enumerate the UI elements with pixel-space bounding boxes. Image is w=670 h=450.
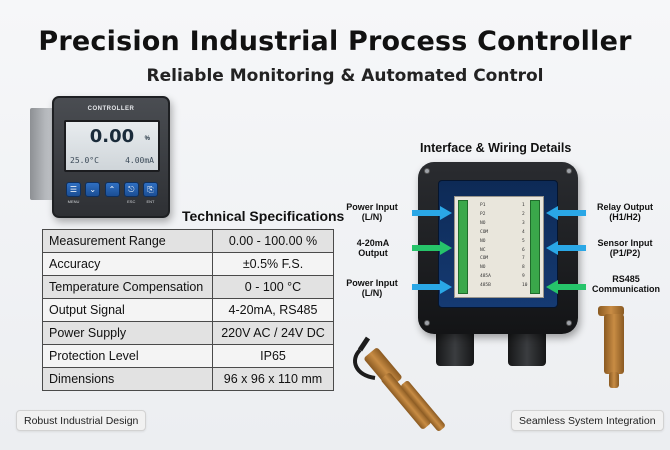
wiring-label-power-input-top: Power Input (L/N) (340, 202, 404, 222)
controller-label: CONTROLLER (87, 106, 135, 112)
terminal-pin-labels-left: P1 P2 NO COM NO NC COM NO 485A 485B (480, 203, 491, 289)
page-title: Precision Industrial Process Controller (38, 26, 632, 57)
terminal-strip-right (530, 200, 540, 294)
spec-value: 0 - 100 °C (212, 275, 334, 299)
spec-label: Measurement Range (42, 229, 213, 253)
spec-label: Temperature Compensation (42, 275, 213, 299)
spec-label: Power Supply (42, 321, 213, 345)
terminal-strip-left (458, 200, 468, 294)
spec-value: IP65 (212, 344, 334, 368)
lcd-main-reading: 0.00 (89, 126, 135, 147)
lcd-temperature: 25.0°C (70, 156, 99, 165)
wiring-label-line2: (L/N) (361, 212, 383, 222)
wiring-label-line2: (L/N) (361, 288, 383, 298)
sensor-probe-cable (353, 336, 376, 380)
key-label-ent: ENT (146, 199, 155, 204)
wiring-label-relay-output: Relay Output (H1/H2) (588, 202, 662, 222)
spec-value: ±0.5% F.S. (212, 252, 334, 276)
wiring-label-line2: Communication (591, 284, 660, 294)
sensor-fitting (598, 306, 624, 316)
wiring-title: Interface & Wiring Details (420, 141, 572, 155)
keypad: ☰ ⌄ ⌃ ⎋ ⎘ (66, 182, 158, 197)
arrow-left-icon (546, 206, 586, 220)
wiring-label-rs485: RS485 Communication (588, 274, 664, 294)
lcd-current: 4.00mA (125, 156, 154, 165)
sensor-inline-tip (609, 372, 619, 388)
spec-value: 0.00 - 100.00 % (212, 229, 334, 253)
wiring-label-line1: Power Input (346, 202, 398, 212)
spec-label: Accuracy (42, 252, 213, 276)
badge-system-integration: Seamless System Integration (511, 410, 664, 431)
enter-key-icon: ⎘ (143, 182, 158, 197)
arrow-right-icon (412, 280, 452, 294)
arrow-right-icon (412, 206, 452, 220)
menu-key-icon: ☰ (66, 182, 81, 197)
wiring-label-line2: (P1/P2) (609, 248, 641, 258)
wiring-label-line2: (H1/H2) (609, 212, 641, 222)
keypad-labels: MENU ESC ENT (66, 199, 158, 204)
key-label-down (85, 199, 100, 204)
specs-title: Technical Specifications (182, 208, 345, 224)
arrow-left-icon (546, 241, 586, 255)
arrow-left-icon (546, 280, 586, 294)
wiring-label-sensor-input: Sensor Input (P1/P2) (588, 238, 662, 258)
terminal-board (454, 196, 544, 298)
wiring-label-power-input-bottom: Power Input (L/N) (340, 278, 404, 298)
esc-key-icon: ⎋ (123, 182, 139, 197)
spec-value: 4-20mA, RS485 (212, 298, 334, 322)
spec-value: 96 x 96 x 110 mm (212, 367, 334, 391)
page-subtitle: Reliable Monitoring & Automated Control (146, 66, 544, 86)
terminal-pin-labels-right: 1 2 3 4 5 6 7 8 9 10 (522, 203, 528, 289)
spec-label: Protection Level (42, 344, 213, 368)
wiring-label-line1: Sensor Input (597, 238, 653, 248)
controller-device: CONTROLLER 0.00 % 25.0°C 4.00mA ☰ ⌄ ⌃ ⎋ … (52, 96, 170, 218)
wiring-label-line1: 4-20mA (356, 238, 390, 248)
table-row: Accuracy±0.5% F.S. (42, 252, 334, 276)
down-key-icon: ⌄ (85, 182, 101, 197)
wiring-label-analog-output: 4-20mA Output (344, 238, 402, 258)
screw-icon (424, 168, 430, 174)
key-label-up (105, 199, 120, 204)
wiring-label-line1: Power Input (346, 278, 398, 288)
sensor-inline-body (604, 314, 624, 374)
key-label-esc: ESC (127, 199, 136, 204)
spec-label: Dimensions (42, 367, 213, 391)
wiring-label-line1: RS485 (612, 274, 640, 284)
wiring-label-line2: Output (358, 248, 388, 258)
cable-gland-left (436, 330, 474, 366)
screw-icon (424, 320, 430, 326)
lcd-unit: % (144, 136, 150, 142)
up-key-icon: ⌃ (104, 182, 120, 197)
screw-icon (566, 320, 572, 326)
badge-robust-design: Robust Industrial Design (16, 410, 147, 431)
spec-value: 220V AC / 24V DC (212, 321, 334, 345)
lcd-display: 0.00 % 25.0°C 4.00mA (64, 120, 160, 172)
wiring-label-line1: Relay Output (596, 202, 653, 212)
arrow-right-icon (412, 241, 452, 255)
screw-icon (566, 168, 572, 174)
key-label-menu: MENU (67, 199, 80, 204)
spec-label: Output Signal (42, 298, 213, 322)
cable-gland-right (508, 330, 546, 366)
